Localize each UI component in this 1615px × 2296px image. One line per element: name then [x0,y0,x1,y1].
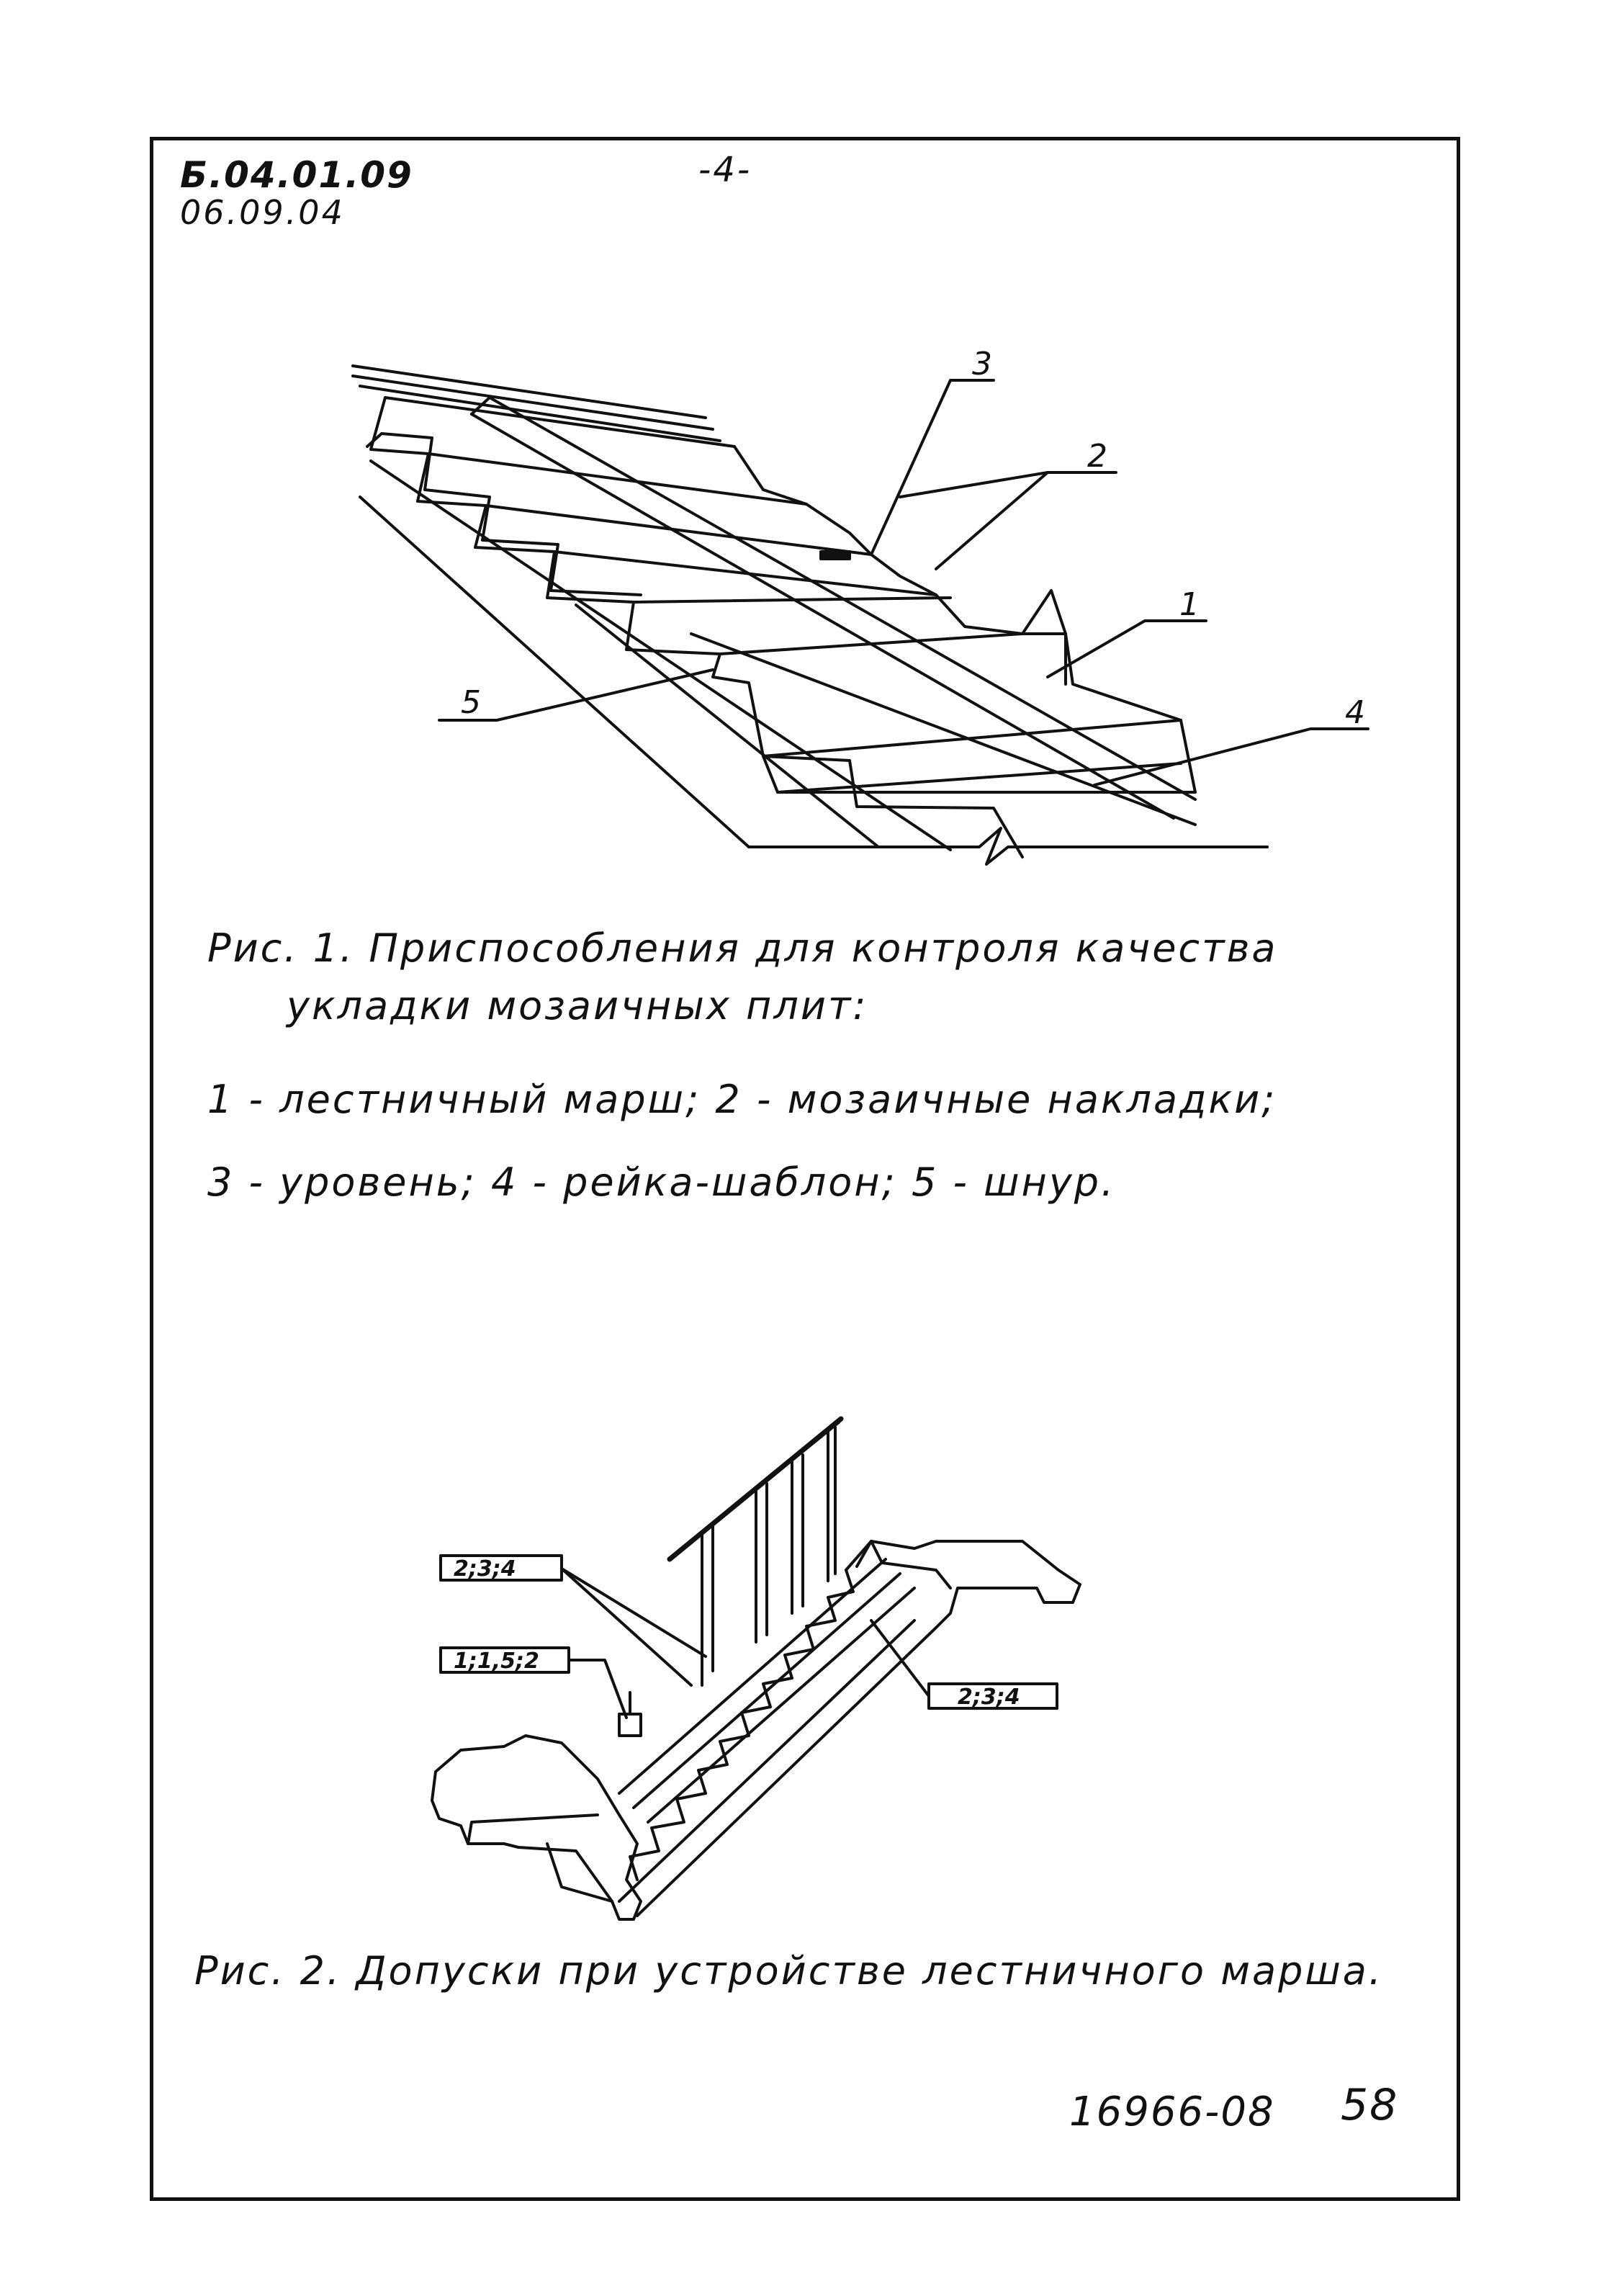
callout-3: 3 [972,346,992,382]
tolerance-tag-middle-left: 1;1,5;2 [454,1649,539,1674]
figure-1-legend-line-1: 1 - лестничный марш; 2 - мозаичные накла… [207,1077,1277,1122]
document-code: Б.04.01.09 [180,154,413,196]
callout-2: 2 [1087,438,1107,475]
tolerance-tag-right: 2;3;4 [958,1685,1020,1710]
document-number: 16966-08 [1069,2089,1275,2135]
page-number: -4- [698,150,752,190]
figure-1-caption-line-2: укладки мозаичных плит: [287,983,868,1028]
sheet-number: 58 [1341,2080,1399,2130]
callout-4: 4 [1345,694,1365,731]
figure-2-caption: Рис. 2. Допуски при устройстве лестнично… [194,1948,1384,1994]
callout-1: 1 [1179,586,1200,623]
document-date: 06.09.04 [180,193,345,232]
tolerance-tag-top-left: 2;3;4 [454,1556,516,1582]
callout-5: 5 [461,684,481,721]
figure-1-legend-line-2: 3 - уровень; 4 - рейка-шаблон; 5 - шнур. [207,1160,1116,1205]
page-frame [150,137,1460,2201]
figure-1-caption-line-1: Рис. 1. Приспособления для контроля каче… [207,925,1278,971]
